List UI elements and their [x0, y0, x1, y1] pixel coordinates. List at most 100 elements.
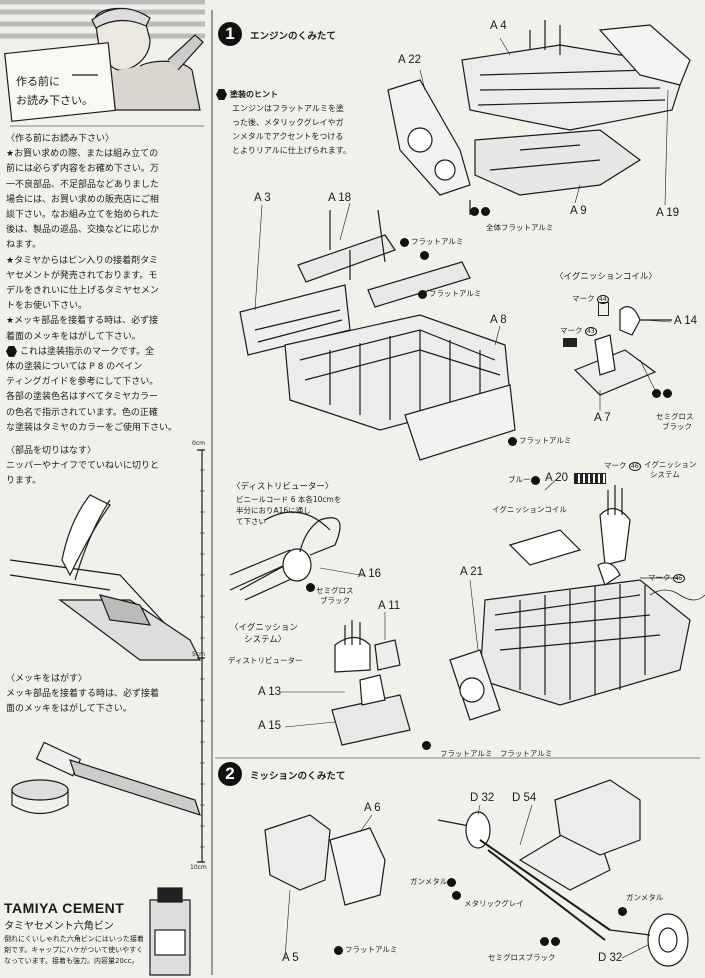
ruler-10cm: 10cm: [190, 864, 207, 871]
paint-line: 体の塗装については P 8 のペイン: [6, 362, 143, 373]
cement-line: なっています。接着も強力。内容量20cc。: [4, 957, 139, 965]
ignition-system-label: イグニッションシステム: [644, 460, 697, 479]
part-a7: A 7: [594, 412, 611, 424]
ignition-coil-title: 〈イグニッションコイル〉: [555, 272, 657, 282]
paint-dot-icon: [418, 289, 427, 299]
part-a11: A 11: [378, 600, 401, 612]
decal-strip-icon: [574, 473, 606, 484]
cutting-line: ニッパーやナイフでていねいに切りと: [6, 461, 160, 472]
intro-line: 後は、製品の返品、交換などに応じか: [6, 225, 160, 236]
sign-line-2: お読み下さい。: [16, 94, 93, 107]
cement-line: 倒れにくいしゃれた六角ビンにはいった接着: [4, 935, 144, 943]
mark-46-label: マーク 46: [604, 461, 641, 471]
paint-dot-icon: [508, 436, 517, 446]
mark-44-label: マーク 44: [572, 294, 609, 304]
step-1-number: 1: [218, 22, 242, 46]
paint-mark-icon: [6, 345, 17, 357]
part-a13: A 13: [258, 686, 282, 698]
paint-dots: [652, 388, 674, 398]
distributor-note: ビニールコード 6 本各10cmを 半分におりA16に通し て下さい: [236, 495, 342, 526]
step-2-title: ミッションのくみたて: [250, 771, 346, 782]
part-a20: A 20: [545, 472, 569, 484]
paint-dots: [540, 936, 562, 946]
part-d32-top: D 32: [470, 792, 495, 804]
part-a19: A 19: [656, 207, 680, 219]
paint-line: な塗装はタミヤのカラーをご使用下さい。: [6, 422, 178, 433]
intro-line: 場合には、お買い求めの販売店にご相: [6, 194, 159, 205]
intro-line: デルをきれいに仕上げるタミヤセメン: [6, 286, 159, 297]
part-a14: A 14: [674, 315, 698, 327]
paint-label: フラットアルミ: [334, 944, 397, 955]
cement-title: TAMIYA CEMENT: [4, 900, 125, 916]
paint-label: セミグロスブラック: [656, 412, 694, 431]
plating-section: 〈メッキをはがす〉 メッキ部品を接着する時は、必ず接着 面のメッキをはがして下さ…: [6, 672, 159, 718]
mark-43-label: マーク 43: [560, 326, 597, 336]
paint-dot-icon: [422, 740, 431, 750]
paint-dot-icon: [618, 906, 627, 916]
part-a4: A 4: [490, 20, 507, 32]
paint-dot-icon: [530, 475, 540, 485]
tamiya-cement-ad: TAMIYA CEMENT タミヤセメント六角ビン 倒れにくいしゃれた六角ビンに…: [4, 900, 144, 967]
read-first-heading: 〈作る前にお読み下さい〉: [6, 134, 115, 144]
paint-label: ガンメタル: [626, 893, 664, 902]
paint-dot-icon: [540, 936, 549, 946]
paint-dot-icon: [481, 206, 490, 216]
cutting-line: ります。: [6, 476, 42, 487]
part-a3: A 3: [254, 192, 271, 204]
ignition-system-title: 〈イグニッション システム〉: [230, 623, 298, 645]
part-a15: A 15: [258, 720, 282, 732]
part-d32-bottom: D 32: [598, 952, 623, 964]
ruler-5cm: 5cm: [192, 651, 205, 658]
intro-line: ★メッキ部品を接着する時は、必ず接: [6, 316, 159, 327]
plating-line: 面のメッキをはがして下さい。: [6, 704, 132, 715]
paint-label: フラットアルミ: [508, 435, 571, 446]
paint-label: セミグロスブラック: [488, 953, 556, 962]
paint-blue: ブルー: [508, 474, 542, 485]
paint-label: フラットアルミ: [400, 236, 463, 247]
part-a16: A 16: [358, 568, 382, 580]
part-a21: A 21: [460, 566, 484, 578]
paint-dot: [306, 582, 317, 592]
plating-line: メッキ部品を接着する時は、必ず接着: [6, 689, 160, 700]
cutting-heading: 〈部品を切りはなす〉: [6, 446, 97, 456]
intro-line: 一不良部品、不足部品などありました: [6, 179, 160, 190]
paint-label: フラットアルミ フラットアルミ: [440, 749, 553, 758]
part-a9: A 9: [570, 205, 587, 217]
cement-line: 剤です。キャップにハケがついて使いやすく: [4, 946, 144, 954]
distributor-label: ディストリビューター: [228, 656, 303, 665]
paint-dot-icon: [306, 582, 315, 592]
sign-line-1: 作る前に: [16, 75, 60, 88]
intro-line: トをお使い下さい。: [6, 301, 88, 312]
part-a5: A 5: [282, 952, 299, 964]
paint-dot: [452, 890, 463, 900]
paint-note: これは塗装指示のマークです。全: [6, 345, 177, 360]
paint-dot: [618, 906, 629, 916]
part-a6: A 6: [364, 802, 381, 814]
paint-label: メタリックグレイ: [464, 899, 524, 908]
paint-dot-icon: [400, 237, 409, 247]
intro-line: ★タミヤからはピン入りの接着剤タミ: [6, 255, 159, 266]
paint-mark-icon: [216, 89, 227, 100]
paint-hint: 塗装のヒント エンジンはフラットアルミを塗 った後、メタリックグレイやガ ンメタ…: [216, 88, 351, 158]
ruler-0cm: 0cm: [192, 440, 205, 447]
paint-dot-icon: [663, 388, 672, 398]
paint-dot-icon: [470, 206, 479, 216]
ignition-coil-label: イグニッションコイル: [492, 505, 567, 514]
step-1-title: エンジンのくみたて: [250, 31, 336, 42]
paint-label: ガンメタル: [410, 876, 458, 887]
cutting-section: 〈部品を切りはなす〉 ニッパーやナイフでていねいに切りと ります。: [6, 444, 159, 490]
intro-line: ヤセメントが発売されております。モ: [6, 270, 158, 281]
part-a18: A 18: [328, 192, 352, 204]
part-a8: A 8: [490, 314, 507, 326]
part-d54: D 54: [512, 792, 537, 804]
paint-label: セミグロスブラック: [316, 586, 354, 605]
decal-43-icon: [563, 338, 577, 347]
step-2-number: 2: [218, 762, 242, 786]
decal-44-icon: [598, 302, 609, 316]
paint-dot-icon: [551, 936, 560, 946]
paint-dot-icon: [420, 250, 429, 260]
paint-line: の色名で指示されています。色の正確: [6, 407, 158, 418]
intro-line: 着面のメッキをはがして下さい。: [6, 331, 141, 342]
part-a22: A 22: [398, 54, 422, 66]
intro-line: ねます。: [6, 240, 42, 251]
